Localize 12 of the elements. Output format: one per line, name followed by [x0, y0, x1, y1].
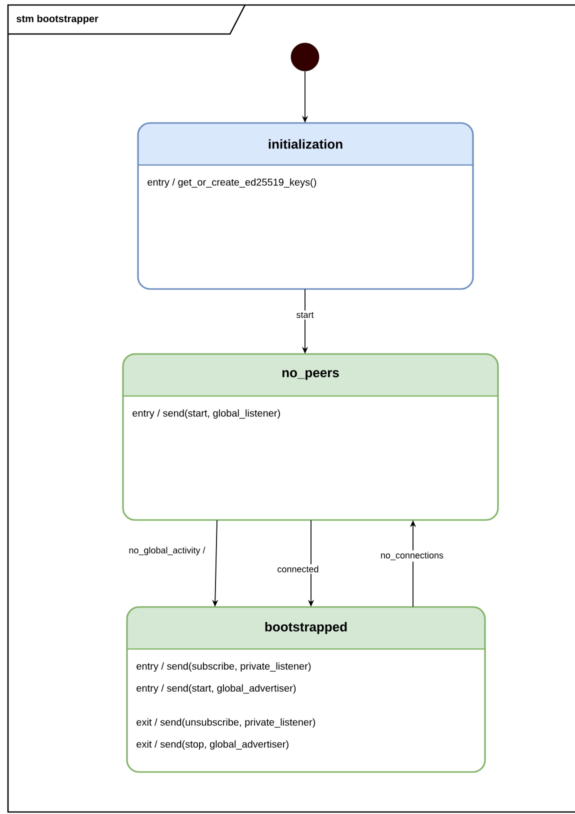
edge-label: start — [294, 310, 316, 320]
edge-label: no_global_activity / — [127, 545, 207, 557]
action-text: entry / send(subscribe, private_listener) — [136, 662, 311, 672]
edge-label: no_connections — [378, 550, 446, 562]
action-text: entry / send(start, global_listener) — [132, 409, 280, 419]
action-text: entry / get_or_create_ed25519_keys() — [148, 178, 316, 188]
action-text: exit / send(stop, global_advertiser) — [136, 740, 288, 750]
frame-tab: stm bootstrapper — [8, 4, 246, 35]
initial-state — [290, 42, 320, 72]
action-text: entry / send(start, global_advertiser) — [136, 684, 296, 694]
edge-label: connected — [276, 564, 320, 574]
action-text: exit / send(unsubscribe, private_listener) — [136, 718, 316, 728]
